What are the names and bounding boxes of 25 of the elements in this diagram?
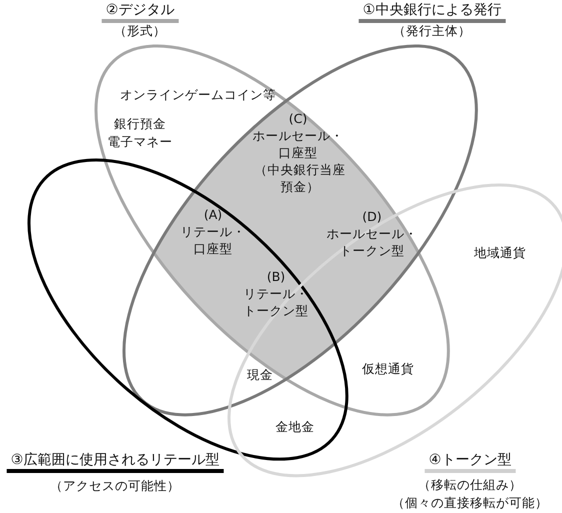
region-label: ホールセール・口座型 bbox=[252, 127, 344, 161]
set-heading: ②デジタル bbox=[102, 2, 178, 23]
region-label: 現金 bbox=[247, 366, 273, 383]
set-heading: ③広範囲に使用されるリテール型 bbox=[6, 452, 224, 473]
region-label: オンラインゲームコイン等 bbox=[120, 86, 276, 103]
set-subheading: （移転の仕組み） bbox=[418, 476, 522, 493]
region-label: 電子マネー bbox=[108, 133, 172, 150]
region-label: リテール・口座型 bbox=[180, 223, 246, 257]
region-letter: (D) bbox=[362, 208, 382, 225]
region-label: リテール・トークン型 bbox=[242, 285, 310, 319]
region-label: 地域通貨 bbox=[474, 244, 526, 261]
region-label: ホールセール・トークン型 bbox=[326, 225, 418, 259]
set-subheading: （個々の直接移転が可能） bbox=[392, 494, 548, 511]
region-label: 仮想通貨 bbox=[362, 360, 414, 377]
region-label: 金地金 bbox=[276, 418, 314, 435]
set-subheading: （形式） bbox=[114, 22, 166, 39]
set-heading: ④トークン型 bbox=[424, 452, 516, 473]
set-subheading: （発行主体） bbox=[393, 22, 471, 39]
region-label: （中央銀行当座預金） bbox=[254, 161, 346, 195]
set-subheading: （アクセスの可能性） bbox=[50, 477, 180, 494]
region-letter: (C) bbox=[288, 110, 308, 127]
set-heading: ①中央銀行による発行 bbox=[358, 2, 506, 23]
region-label: 銀行預金 bbox=[114, 115, 166, 132]
region-letter: (A) bbox=[204, 206, 222, 223]
region-letter: (B) bbox=[266, 268, 286, 285]
